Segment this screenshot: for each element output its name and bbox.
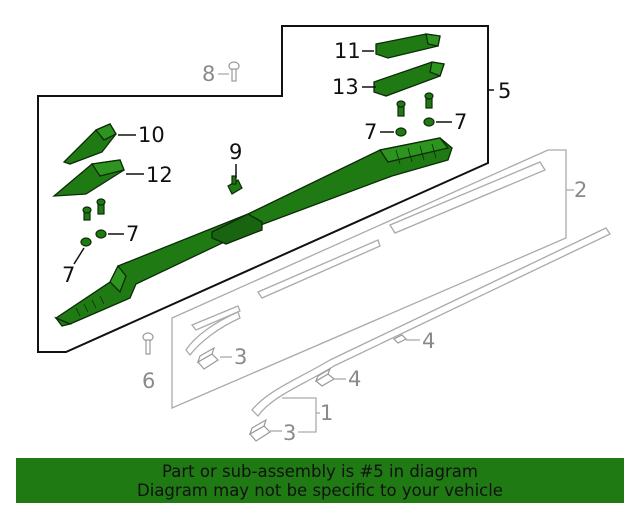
- clip-3-lower: [248, 418, 271, 442]
- callout-10: 10: [138, 123, 165, 147]
- callout-9: 9: [229, 140, 242, 164]
- callout-5: 5: [498, 79, 511, 103]
- body-side-panel: [171, 149, 567, 409]
- callout-2: 2: [574, 178, 587, 202]
- screw-8: [228, 61, 240, 82]
- fasteners-left: [80, 198, 107, 247]
- clip-4-upper: [392, 334, 408, 344]
- rail-ribs: [75, 143, 437, 317]
- end-cap-12: [52, 159, 125, 197]
- info-banner: Part or sub-assembly is #5 in diagram Di…: [16, 458, 624, 503]
- bolt-9: [227, 175, 243, 195]
- callout-11: 11: [334, 39, 361, 63]
- end-cap-11: [375, 33, 441, 59]
- callout-1: 1: [320, 401, 333, 425]
- callout-3-upper: 3: [234, 345, 247, 369]
- clip-4-lower: [314, 367, 336, 387]
- callout-3-lower: 3: [283, 421, 296, 445]
- fasteners-right: [395, 92, 435, 137]
- callout-7-leader-left-lower: [73, 247, 85, 265]
- callout-13: 13: [332, 75, 359, 99]
- callout-7-right-right: 7: [454, 110, 467, 134]
- roof-moulding: [185, 227, 611, 418]
- callout-6: 6: [142, 369, 155, 393]
- callout-4-upper: 4: [422, 329, 435, 353]
- end-cap-10: [62, 123, 117, 165]
- roof-rail: [54, 137, 453, 327]
- callout-12: 12: [146, 163, 173, 187]
- callout-7-left-upper: 7: [126, 222, 139, 246]
- screw-6: [142, 332, 154, 355]
- callout-7-right-left: 7: [364, 120, 377, 144]
- clip-3-upper: [196, 346, 219, 370]
- callout-7-left-lower: 7: [62, 263, 75, 287]
- banner-line-2: Diagram may not be specific to your vehi…: [137, 481, 503, 500]
- end-cap-13: [373, 61, 445, 97]
- banner-line-1: Part or sub-assembly is #5 in diagram: [162, 462, 478, 481]
- callout-4-lower: 4: [348, 367, 361, 391]
- callout-8: 8: [202, 62, 215, 86]
- assembly-boundary: [37, 25, 489, 353]
- callout-1-bracket: [282, 397, 317, 433]
